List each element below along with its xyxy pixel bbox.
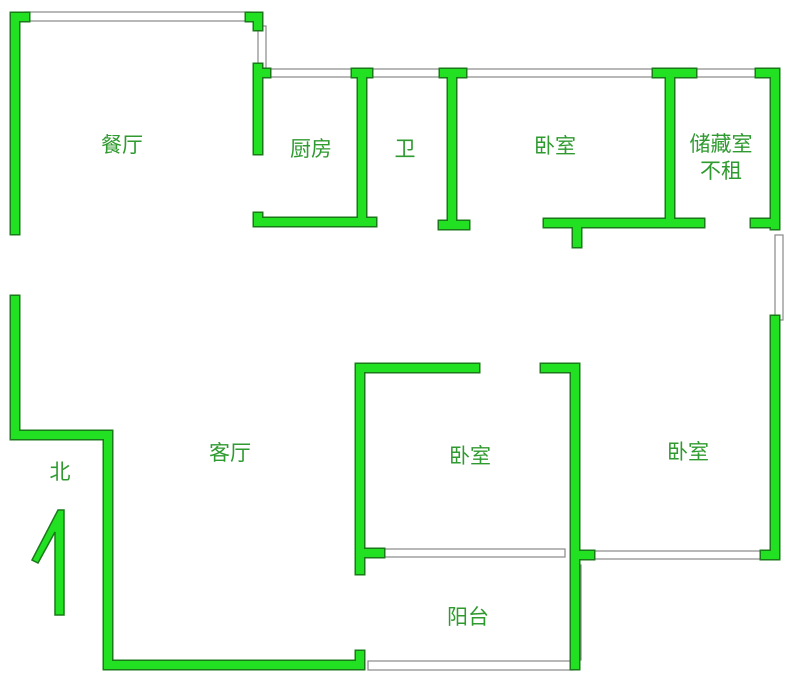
room-label-storage: 储藏室 <box>689 132 753 156</box>
north-arrow-icon <box>30 509 65 616</box>
room-label-dining: 餐厅 <box>101 133 143 157</box>
room-label-bathroom: 卫 <box>394 137 416 161</box>
room-label-bedroom-top: 卧室 <box>534 134 576 158</box>
room-label-bedroom-middle: 卧室 <box>449 444 491 468</box>
room-label-living: 客厅 <box>209 441 251 465</box>
room-label-storage-note: 不租 <box>700 159 742 183</box>
compass-label: 北 <box>49 460 71 484</box>
room-label-kitchen: 厨房 <box>290 137 332 161</box>
room-label-balcony: 阳台 <box>447 605 489 629</box>
walls <box>9 11 781 671</box>
room-label-bedroom-right: 卧室 <box>667 440 709 464</box>
